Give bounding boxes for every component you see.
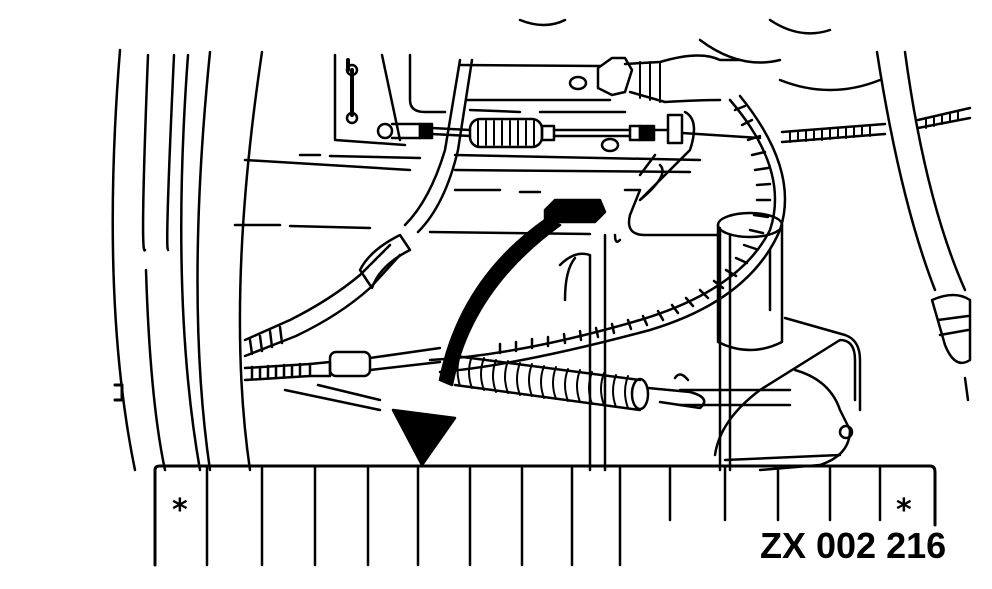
upper-cable [376, 110, 762, 202]
direction-arrow [391, 218, 562, 467]
spring-lower [453, 354, 706, 412]
coupler-top [596, 54, 742, 104]
scale-marker-right: * [896, 493, 912, 528]
cable-left-upper [243, 58, 474, 358]
bracket-center [543, 188, 792, 472]
scale-marker-left: * [172, 493, 188, 528]
wheel-left [111, 48, 264, 472]
cable-left-lower [243, 346, 442, 412]
housing-lower-right [713, 316, 862, 472]
scale-strip [153, 464, 937, 567]
cylinder-post [716, 211, 784, 352]
cable-right-horizontal [780, 106, 972, 144]
figure-reference-code: ZX 002 216 [760, 525, 947, 566]
wheel-right [875, 50, 972, 402]
